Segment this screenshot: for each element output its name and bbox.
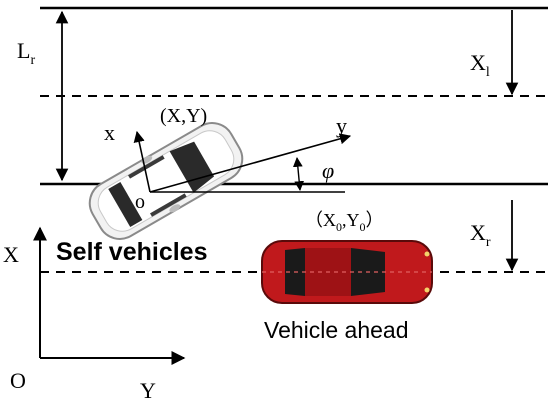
- vehicle-ahead-position-label: （X0,Y0）: [305, 210, 384, 234]
- lane-width-label: Lr: [17, 38, 35, 68]
- xl-label: Xl: [470, 50, 490, 80]
- self-position-label: (X,Y): [160, 105, 207, 127]
- global-origin-label: O: [10, 368, 26, 393]
- self-axis-y: [149, 133, 352, 193]
- vehicle-ahead-label: Vehicle ahead: [264, 317, 409, 343]
- heading-angle-arrow: [292, 157, 305, 191]
- self-origin-label: o: [135, 191, 145, 213]
- vehicle-ahead: [261, 240, 433, 304]
- xr-label: Xr: [470, 220, 491, 250]
- self-vehicle: [88, 122, 244, 240]
- self-axis-x-label: x: [104, 120, 115, 145]
- self-vehicles-label: Self vehicles: [56, 238, 207, 266]
- self-axis-x: [133, 130, 151, 193]
- global-axis-x-label: X: [3, 242, 19, 267]
- self-axis-y-label: y: [336, 113, 347, 138]
- global-axis-y-label: Y: [140, 378, 156, 403]
- heading-angle-label: φ: [322, 158, 334, 183]
